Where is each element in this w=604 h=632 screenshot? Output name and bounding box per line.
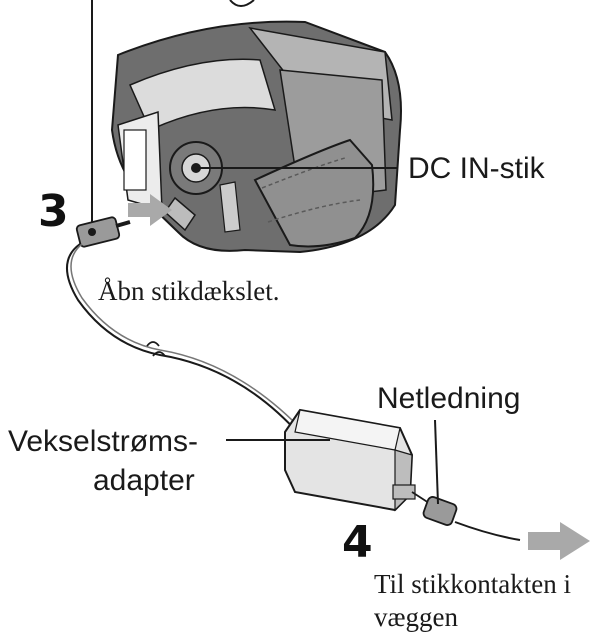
ac-adapter-label-line1: Vekselstrøms- [8, 425, 198, 458]
wall-outlet-label-line2: væggen [374, 602, 458, 632]
step-3-label: 3 [38, 186, 69, 237]
power-cord-plug [411, 419, 458, 526]
ac-adapter-illustration [284, 408, 416, 512]
top-cropped-mark [229, 0, 255, 7]
wall-arrow-icon [528, 522, 590, 560]
open-cover-label: Åbn stikdækslet. [98, 276, 280, 306]
dc-in-label: DC IN-stik [408, 152, 546, 185]
step-4-label: 4 [342, 517, 373, 568]
insert-arrow-icon [128, 194, 172, 226]
hand-strap [253, 138, 375, 248]
dc-cable [66, 243, 301, 436]
ac-adapter-label-line2: adapter [93, 464, 195, 497]
power-cord-label: Netledning [377, 382, 520, 415]
wall-outlet-label-line1: Til stikkontakten i [374, 569, 571, 599]
dc-plug [75, 216, 131, 248]
power-cord [454, 521, 521, 541]
cable-break-mark [146, 341, 166, 357]
